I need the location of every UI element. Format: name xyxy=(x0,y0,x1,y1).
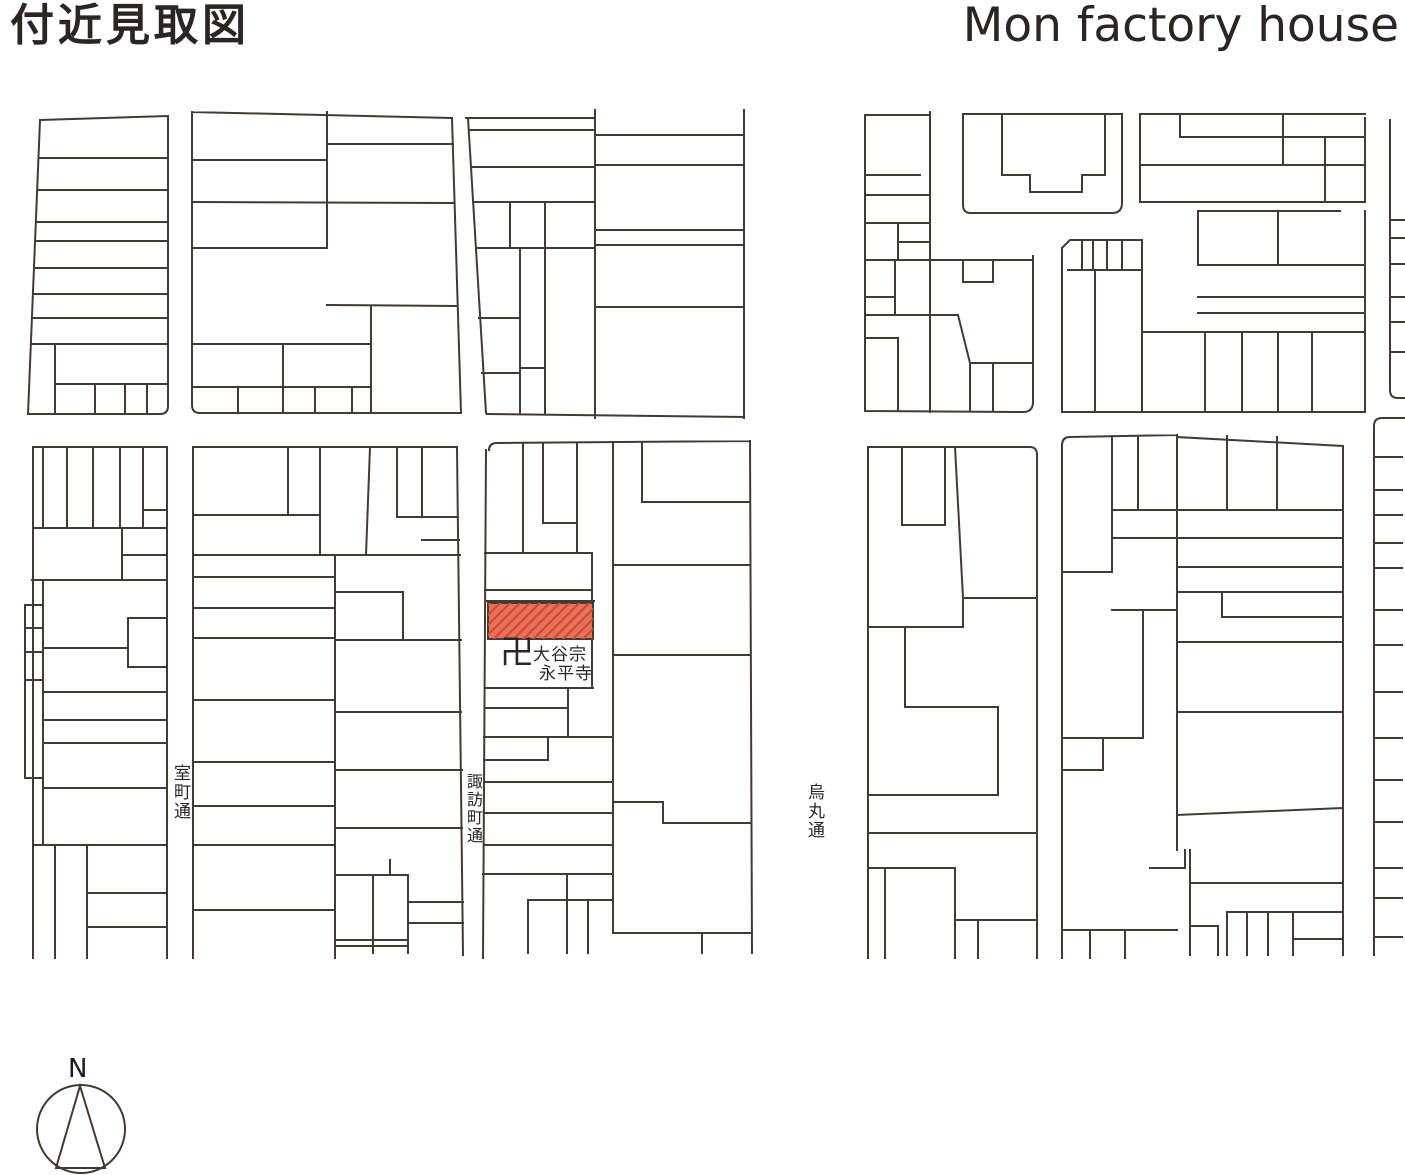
compass-circle xyxy=(36,1084,126,1174)
city-block-southeast-c xyxy=(1149,435,1345,956)
city-block-southwest-a xyxy=(24,446,168,959)
city-block-southeast-b xyxy=(1060,433,1179,959)
street-label-suwacho-dori: 諏訪町通 xyxy=(464,773,483,845)
compass xyxy=(36,1082,126,1174)
subject-parcel xyxy=(486,600,595,640)
city-block-northeast-a xyxy=(863,111,1034,414)
city-block-southwest-b xyxy=(192,445,465,959)
subject-parcel-hatch xyxy=(488,603,593,639)
brand-title: Mon factory house xyxy=(962,0,1399,53)
east-edge-parcels-lower xyxy=(1373,417,1405,956)
temple-name-line1: 大谷宗 xyxy=(533,645,587,665)
city-block-northwest-a xyxy=(26,114,169,415)
east-edge-parcels-upper xyxy=(1389,119,1405,399)
temple-name-label: 大谷宗 永平寺 xyxy=(533,646,593,684)
city-block-southwest-c xyxy=(481,439,754,960)
city-block-northwest-b xyxy=(190,110,463,414)
north-arrow-icon xyxy=(54,1082,107,1169)
city-block-northeast-c xyxy=(1060,210,1366,413)
city-block-northwest-c xyxy=(465,109,746,419)
compass-north-label: N xyxy=(68,1054,88,1084)
city-block-courtyard xyxy=(962,113,1123,214)
street-label-muromachi-dori: 室町通 xyxy=(170,764,190,821)
city-block-southeast-a xyxy=(867,445,1038,959)
temple-manji-icon: 卍 xyxy=(500,633,534,673)
temple-name-line2: 永平寺 xyxy=(539,664,593,684)
page-title: 付近見取図 xyxy=(10,0,250,51)
street-label-karasuma-dori: 烏丸通 xyxy=(804,783,824,840)
city-block-northeast-b xyxy=(1139,113,1366,203)
